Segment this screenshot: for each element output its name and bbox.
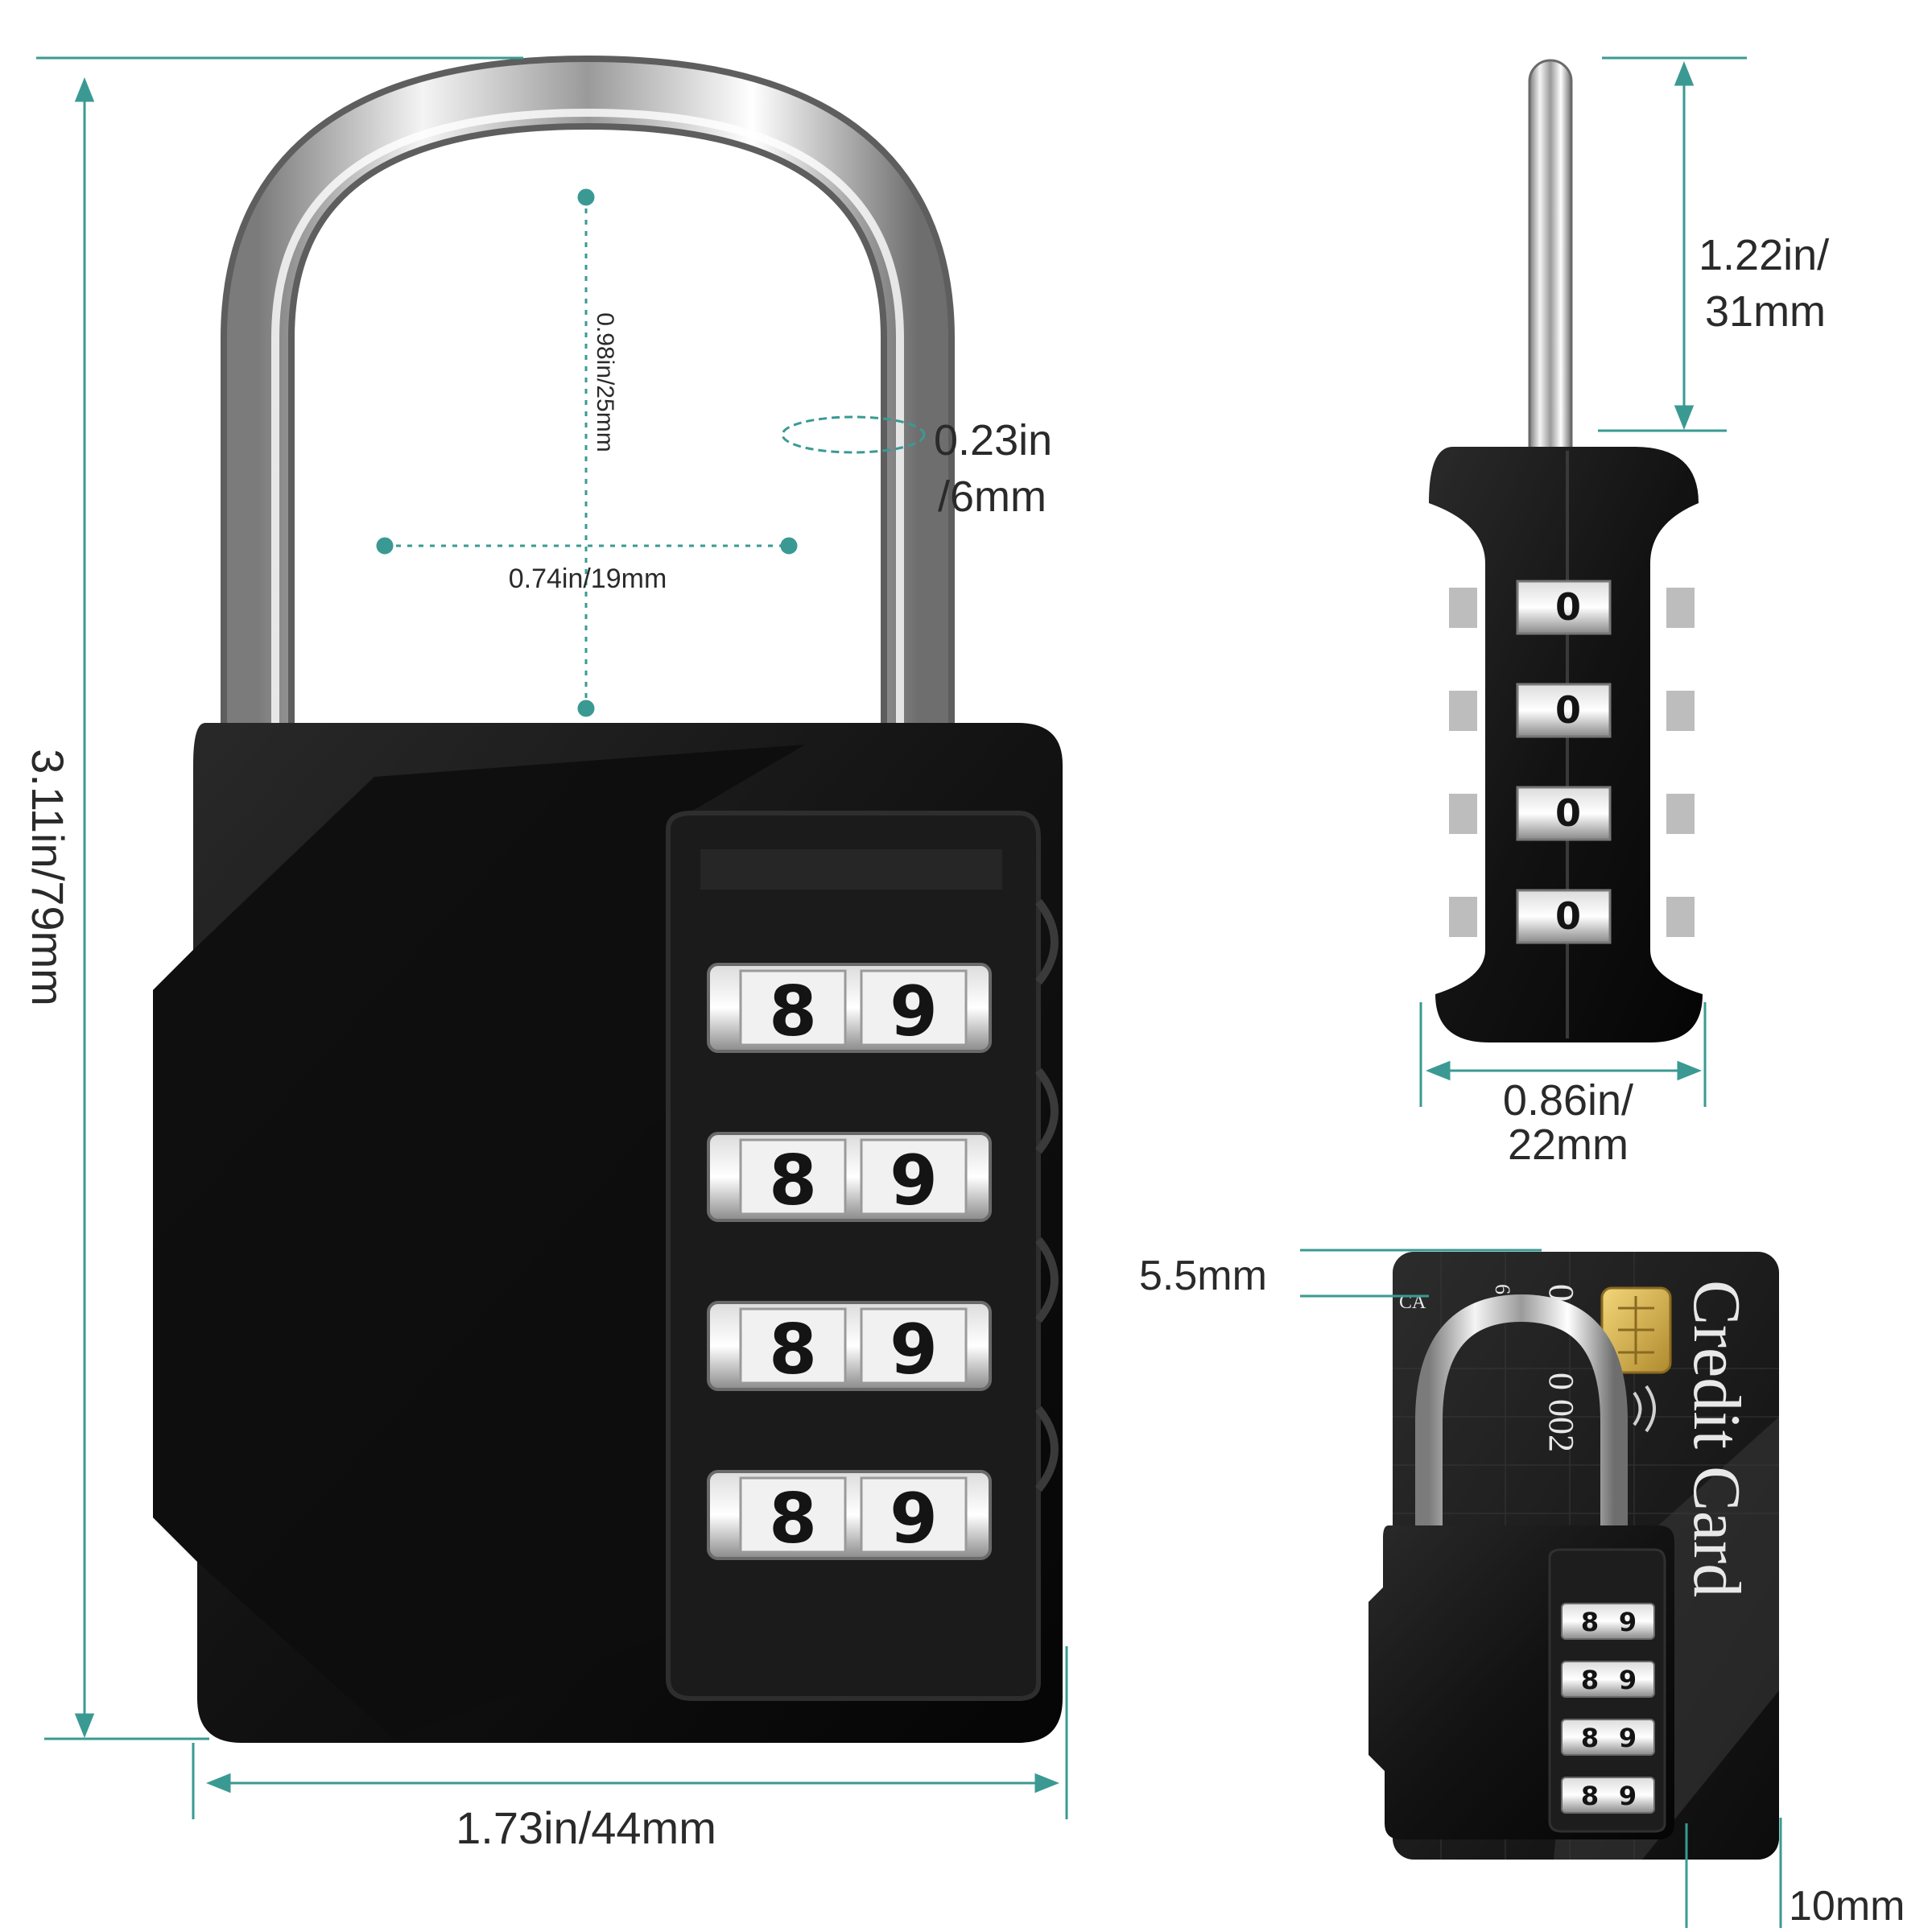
wheel-digit-right: 9 bbox=[890, 1141, 938, 1221]
side-wheel-2[interactable]: 0 bbox=[1449, 683, 1695, 738]
svg-text:8: 8 bbox=[1581, 1781, 1599, 1811]
side-wheel-3[interactable]: 0 bbox=[1449, 786, 1695, 841]
side-dimension-lines bbox=[1419, 56, 1747, 1107]
main-dimension-lines bbox=[36, 56, 1068, 1819]
main-wheel-1[interactable]: 8 9 bbox=[707, 963, 992, 1053]
wheel-digit-right: 9 bbox=[890, 972, 938, 1052]
small-wheel-3: 8 9 bbox=[1561, 1719, 1655, 1756]
side-shackle-height-label-1: 1.22in/ bbox=[1699, 231, 1829, 279]
credit-card-comparison: Credit Card 0 0 002 CA 6 2 8 9 8 9 8 9 8… bbox=[1368, 1252, 1779, 1860]
svg-text:9: 9 bbox=[1619, 1607, 1637, 1637]
total-height-label: 3.11in/79mm bbox=[23, 749, 73, 1006]
wheel-digit-left: 8 bbox=[769, 1141, 817, 1221]
wheel-digit-right: 9 bbox=[890, 1310, 938, 1390]
side-wheel-1[interactable]: 0 bbox=[1449, 580, 1695, 635]
svg-text:8: 8 bbox=[1581, 1723, 1599, 1753]
shackle-diameter-label-1: 0.23in bbox=[934, 416, 1052, 464]
svg-text:9: 9 bbox=[1619, 1665, 1637, 1695]
svg-text:9: 9 bbox=[1619, 1723, 1637, 1753]
svg-text:8: 8 bbox=[1581, 1607, 1599, 1637]
small-wheel-2: 8 9 bbox=[1561, 1661, 1655, 1698]
wheel-digit-left: 8 bbox=[769, 1479, 817, 1559]
wheel-digit-right: 9 bbox=[890, 1479, 938, 1559]
side-width-label-1: 0.86in/ bbox=[1503, 1076, 1633, 1125]
card-thickness-label: 5.5mm bbox=[1139, 1253, 1267, 1299]
shackle-diameter-label-2: /6mm bbox=[938, 473, 1046, 521]
main-wheel-2[interactable]: 8 9 bbox=[707, 1132, 992, 1222]
card-title: Credit Card bbox=[1679, 1280, 1754, 1597]
inner-width-label: 0.74in/19mm bbox=[509, 564, 667, 594]
side-shackle bbox=[1528, 59, 1573, 481]
wheel-digit-left: 8 bbox=[769, 1310, 817, 1390]
card-number-fragment-1: 0 bbox=[1542, 1284, 1581, 1302]
small-wheel-4: 8 9 bbox=[1561, 1777, 1655, 1814]
side-shackle-height-label-2: 31mm bbox=[1705, 287, 1826, 336]
side-wheel-4[interactable]: 0 bbox=[1449, 889, 1695, 944]
wheel-digit-left: 8 bbox=[769, 972, 817, 1052]
shackle-diameter-marker bbox=[781, 415, 926, 454]
svg-text:9: 9 bbox=[1619, 1781, 1637, 1811]
side-wheel-digit: 0 bbox=[1555, 688, 1581, 732]
side-wheel-digit: 0 bbox=[1555, 894, 1581, 938]
card-dimension-lines bbox=[1300, 1249, 1782, 1928]
side-wheel-digit: 0 bbox=[1555, 585, 1581, 629]
main-wheel-3[interactable]: 8 9 bbox=[707, 1301, 992, 1391]
main-padlock: 8 9 8 9 8 9 8 9 bbox=[153, 55, 1063, 1743]
main-wheel-4[interactable]: 8 9 bbox=[707, 1470, 992, 1560]
inner-height-label: 0.98in/25mm bbox=[592, 312, 618, 452]
body-width-label: 1.73in/44mm bbox=[456, 1802, 716, 1853]
card-number-fragment-2: 0 002 bbox=[1542, 1373, 1581, 1452]
small-shackle bbox=[1415, 1294, 1628, 1542]
lock-thickness-label: 10mm bbox=[1789, 1883, 1905, 1930]
side-wheel-digit: 0 bbox=[1555, 791, 1581, 835]
small-wheel-1: 8 9 bbox=[1561, 1603, 1655, 1640]
svg-text:8: 8 bbox=[1581, 1665, 1599, 1695]
contactless-icon bbox=[1633, 1385, 1656, 1433]
side-width-label-2: 22mm bbox=[1508, 1121, 1629, 1169]
side-view-padlock: 0 0 0 0 bbox=[1429, 59, 1703, 1042]
